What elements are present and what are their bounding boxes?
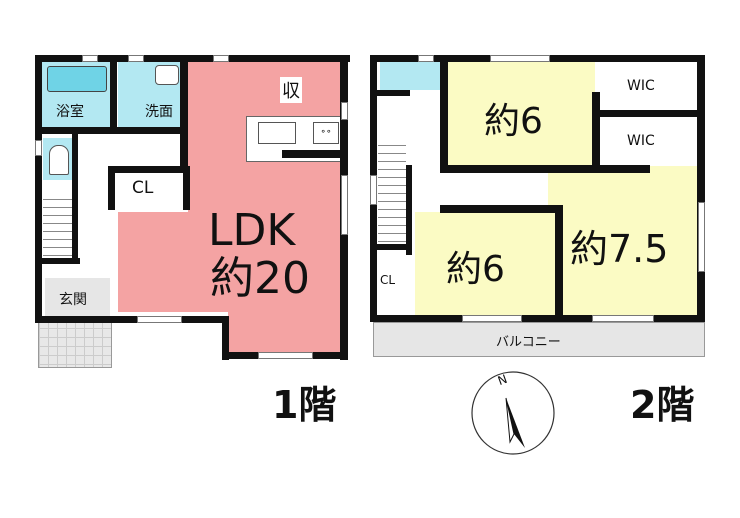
compass-icon — [471, 371, 555, 455]
wic-2-label: WIC — [627, 133, 655, 149]
entrance-label: 玄関 — [59, 292, 87, 308]
bathtub — [47, 66, 107, 92]
window — [370, 175, 377, 205]
staircase-2f — [378, 138, 406, 246]
floor1-plan: ∘∘ 浴室 洗面 収 CL LDK 約20 玄関 — [0, 0, 360, 370]
room-top-label: 約6 — [484, 101, 543, 142]
wic-1-label: WIC — [627, 78, 655, 94]
ldk-label: LDK — [208, 205, 296, 256]
window — [698, 202, 705, 272]
window — [592, 315, 654, 322]
storage-label: 収 — [280, 77, 302, 103]
compass: N — [470, 370, 556, 456]
wall — [35, 316, 228, 323]
ldk-room-lower — [118, 208, 340, 312]
toilet-room-2f — [380, 62, 440, 90]
bath-label: 浴室 — [56, 104, 84, 120]
window — [35, 140, 42, 156]
washroom-label: 洗面 — [145, 104, 173, 120]
entrance-floor — [45, 278, 110, 316]
wall — [222, 316, 229, 360]
window — [258, 352, 313, 359]
window — [341, 102, 348, 120]
wall — [108, 166, 115, 210]
floor2-title: 2階 — [630, 383, 695, 427]
wall — [440, 55, 448, 170]
wall — [596, 110, 701, 117]
wall — [592, 92, 600, 172]
room-large-label: 約7.5 — [570, 227, 669, 271]
wall — [180, 55, 188, 170]
wall — [440, 205, 562, 213]
closet-room — [116, 172, 188, 212]
window — [418, 55, 434, 62]
toilet-icon — [49, 145, 69, 175]
balcony — [373, 322, 705, 357]
window — [213, 55, 229, 62]
window — [137, 316, 182, 323]
window — [128, 55, 144, 62]
closet-label: CL — [132, 178, 154, 198]
wall — [555, 205, 563, 320]
room-top — [448, 62, 595, 166]
wall — [370, 244, 410, 250]
wall — [406, 165, 412, 255]
wall — [108, 166, 190, 173]
window — [490, 55, 550, 62]
stove-icon: ∘∘ — [313, 122, 339, 144]
wall — [440, 165, 650, 173]
wall — [183, 166, 190, 210]
room-large — [548, 170, 698, 316]
window — [462, 315, 522, 322]
ldk-size-label: 約20 — [210, 253, 310, 304]
room-bottom-label: 約6 — [446, 249, 505, 290]
kitchen-sink-icon — [258, 122, 296, 144]
wall — [35, 55, 350, 62]
wall — [35, 258, 80, 264]
staircase — [43, 192, 75, 258]
wall — [697, 55, 705, 322]
wall — [110, 55, 117, 127]
closet-2f-label: CL — [380, 273, 396, 287]
window — [341, 175, 348, 235]
room-bottom — [415, 212, 555, 316]
wall — [35, 55, 42, 323]
wall — [35, 127, 187, 134]
balcony-label: バルコニー — [496, 335, 561, 350]
wall — [72, 134, 78, 259]
ldk-room-extension — [228, 310, 340, 352]
sink-icon — [155, 65, 179, 85]
wall — [370, 90, 410, 96]
wall — [370, 315, 705, 322]
floor2-plan: バルコニー 約6 WIC WIC 約7.5 約6 CL — [370, 55, 705, 357]
window — [82, 55, 98, 62]
wall — [282, 150, 340, 158]
floor1-title: 1階 — [272, 383, 337, 427]
porch — [38, 318, 112, 368]
